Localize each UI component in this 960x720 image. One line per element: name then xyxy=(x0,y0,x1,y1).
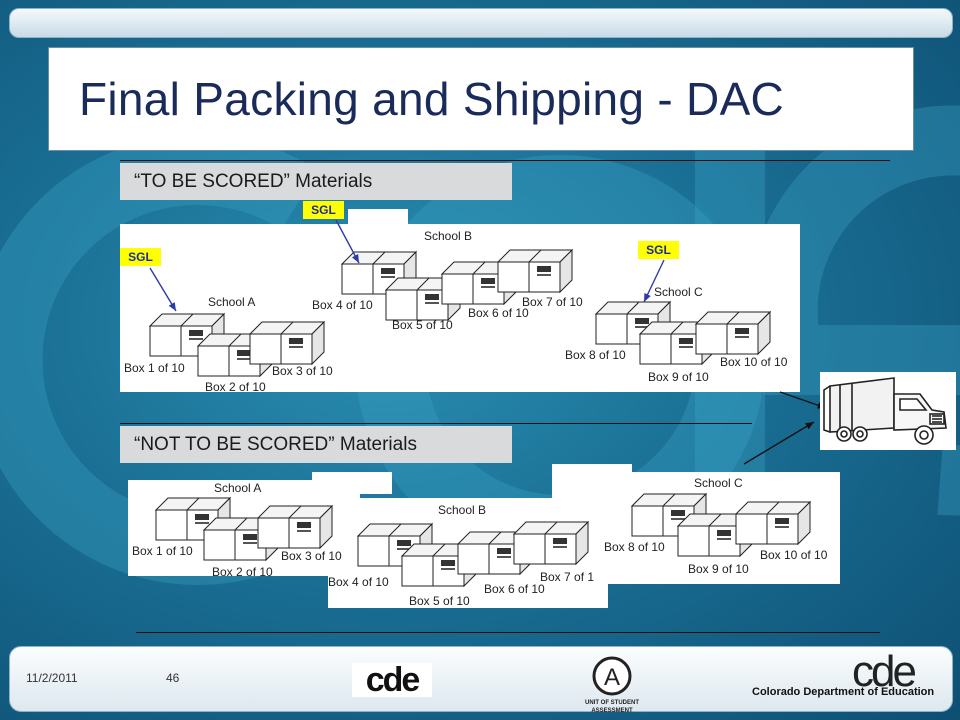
scored-panel-tab xyxy=(348,209,408,229)
slide-number: 46 xyxy=(166,671,180,685)
section-divider-middle xyxy=(120,423,752,424)
box-label: Box 6 of 10 xyxy=(468,306,529,320)
school-label: School C xyxy=(694,476,743,490)
unit-of-student-assessment-logo: A UNIT OF STUDENT ASSESSMENT xyxy=(584,654,640,716)
box-label: Box 5 of 10 xyxy=(392,318,453,332)
seal-line-1: UNIT OF STUDENT xyxy=(585,700,639,706)
school-label: School B xyxy=(424,229,473,243)
school-label: School B xyxy=(438,503,487,517)
seal-letter: A xyxy=(604,664,620,691)
box-label: Box 2 of 10 xyxy=(205,380,266,394)
slide-date: 11/2/2011 xyxy=(26,671,78,685)
slide-title: Final Packing and Shipping - DAC xyxy=(79,73,785,125)
box-label: Box 8 of 10 xyxy=(565,348,626,362)
sgl-tag: SGL xyxy=(303,201,344,219)
section-divider-bottom xyxy=(136,632,880,633)
not-scored-panel-c-tab xyxy=(552,464,632,504)
box-label: Box 3 of 10 xyxy=(281,549,342,563)
box-label: Box 3 of 10 xyxy=(272,364,333,378)
cde-logo-large: cde xyxy=(852,650,952,694)
school-label: School A xyxy=(208,295,256,309)
box-label: Box 7 of 1 xyxy=(540,570,595,584)
box-label: Box 10 of 10 xyxy=(760,548,828,562)
bottom-bar xyxy=(9,646,953,712)
box-label: Box 5 of 10 xyxy=(409,594,470,608)
title-box: Final Packing and Shipping - DAC xyxy=(48,47,914,151)
top-bar xyxy=(9,8,953,38)
section-divider-top xyxy=(120,160,890,161)
school-label: School A xyxy=(214,481,262,495)
truck-icon xyxy=(823,377,947,445)
department-name: Colorado Department of Education xyxy=(752,686,935,698)
cde-logo-large-text: cde xyxy=(852,647,917,696)
box-label: Box 1 of 10 xyxy=(124,361,185,375)
not-scored-panel-a-tab xyxy=(312,472,392,494)
section-label-not-scored: “NOT TO BE SCORED” Materials xyxy=(120,426,512,463)
sgl-tag: SGL xyxy=(638,241,679,259)
truck-panel xyxy=(820,372,956,450)
box-label: Box 7 of 10 xyxy=(522,295,583,309)
box-label: Box 9 of 10 xyxy=(648,370,709,384)
cde-logo-small: cde xyxy=(352,663,432,697)
arrow-not-scored-to-truck xyxy=(743,421,815,465)
seal-line-2: ASSESSMENT xyxy=(591,708,633,714)
box-label: Box 9 of 10 xyxy=(688,562,749,576)
box-label: Box 4 of 10 xyxy=(328,575,389,589)
box-label: Box 2 of 10 xyxy=(212,565,273,579)
box-label: Box 6 of 10 xyxy=(484,582,545,596)
assessment-seal-icon: A UNIT OF STUDENT ASSESSMENT xyxy=(585,656,639,714)
sgl-tag: SGL xyxy=(120,248,161,266)
cde-logo-small-text: cde xyxy=(365,661,421,699)
box-label: Box 4 of 10 xyxy=(312,298,373,312)
box-label: Box 1 of 10 xyxy=(132,544,193,558)
box-label: Box 8 of 10 xyxy=(604,540,665,554)
school-label: School C xyxy=(654,285,703,299)
section-label-scored: “TO BE SCORED” Materials xyxy=(120,163,512,200)
box-label: Box 10 of 10 xyxy=(720,355,788,369)
